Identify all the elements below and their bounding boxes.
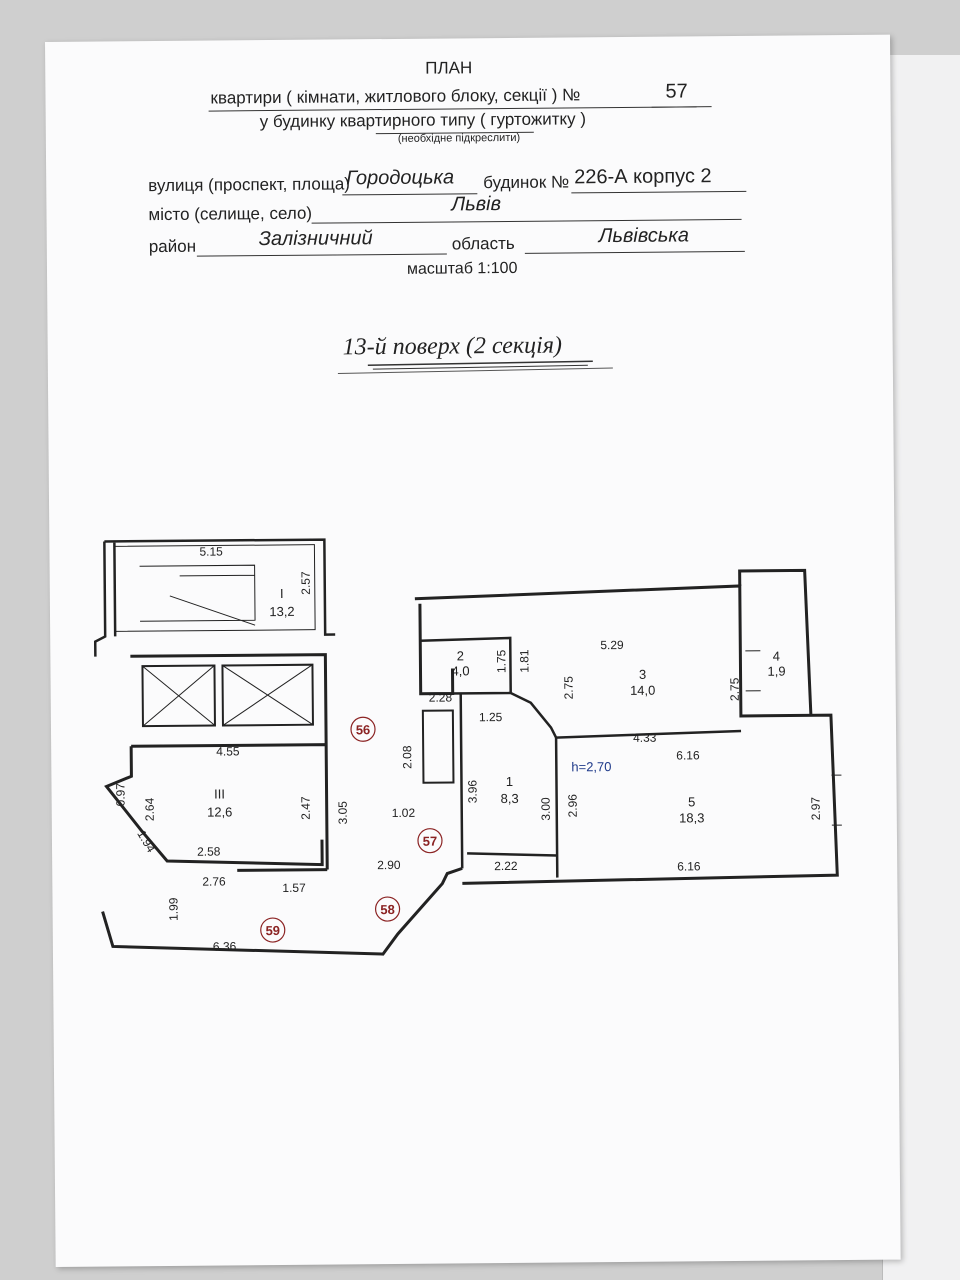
document-sheet: ПЛАН квартири ( кімнати, житлового блоку… — [45, 34, 901, 1267]
city-value: Львів — [451, 193, 502, 216]
dim-275b: 2.75 — [728, 677, 742, 701]
dim-396: 3.96 — [465, 780, 479, 804]
apartment-57-label: 57 — [423, 834, 438, 849]
dim-258: 2.58 — [197, 844, 221, 858]
room-2-number: 2 — [457, 648, 464, 663]
region-value: Львівська — [598, 224, 690, 248]
dim-102: 1.02 — [392, 806, 416, 820]
region-label: область — [451, 233, 515, 254]
room-I-area: 13,2 — [269, 604, 294, 619]
city-underline — [311, 218, 742, 224]
dim-257: 2.57 — [299, 571, 313, 595]
building-type-line: у будинку квартирного типу ( гуртожитку … — [259, 109, 587, 132]
dim-290: 2.90 — [377, 858, 401, 872]
room-4-number: 4 — [773, 649, 780, 664]
dim-616a: 6.16 — [676, 748, 700, 762]
dim-222: 2.22 — [494, 859, 518, 873]
dim-276: 2.76 — [202, 874, 226, 888]
apartment-56-label: 56 — [356, 722, 371, 737]
dim-264: 2.64 — [143, 797, 157, 821]
dim-305: 3.05 — [336, 801, 350, 825]
room-1-number: 1 — [506, 774, 513, 789]
dim-275a: 2.75 — [562, 676, 576, 700]
underline-note: (необхідне підкреслити) — [397, 131, 521, 145]
house-underline — [571, 190, 747, 194]
dim-125: 1.25 — [479, 710, 503, 724]
scale: масштаб 1:100 — [406, 259, 518, 278]
room-III-number: III — [214, 786, 225, 801]
room-3-number: 3 — [639, 667, 646, 682]
house-label: будинок № — [483, 172, 570, 193]
dim-296: 2.96 — [566, 794, 580, 818]
room-5-number: 5 — [688, 794, 695, 809]
dim-247: 2.47 — [299, 796, 313, 820]
apartment-58-label: 58 — [380, 902, 395, 917]
room-I-number: I — [280, 586, 284, 601]
dim-433: 4.33 — [633, 731, 657, 745]
room-1-area: 8,3 — [501, 791, 519, 806]
house-value: 226-А корпус 2 — [574, 165, 712, 189]
dim-157: 1.57 — [282, 881, 306, 895]
street-label: вулиця (проспект, площа) — [148, 174, 350, 196]
district-underline — [196, 253, 447, 257]
doc-title: ПЛАН — [425, 58, 473, 78]
dim-208: 2.08 — [400, 745, 414, 769]
dim-529: 5.29 — [600, 638, 624, 652]
region-underline — [524, 250, 745, 254]
number-underline — [651, 106, 712, 108]
apartment-59-label: 59 — [265, 923, 280, 938]
street-value: Городоцька — [346, 166, 455, 190]
district-value: Залізничний — [258, 227, 373, 251]
room-III-area: 12,6 — [207, 804, 232, 819]
dim-175: 1.75 — [494, 649, 508, 673]
district-label: район — [148, 236, 197, 257]
dim-455: 4.55 — [216, 744, 240, 758]
dim-097: 0.97 — [113, 783, 127, 807]
dim-515: 5.15 — [199, 544, 223, 558]
dim-636: 6.36 — [213, 939, 237, 953]
dim-199: 1.99 — [166, 897, 180, 921]
title-underline — [337, 360, 613, 374]
room-4-area: 1,9 — [767, 664, 785, 679]
floor-plan — [93, 538, 842, 956]
dim-228: 2.28 — [429, 690, 453, 704]
room-5-area: 18,3 — [679, 810, 704, 825]
dim-616b: 6.16 — [677, 859, 701, 873]
dim-194: 1.94 — [134, 828, 158, 856]
dim-181: 1.81 — [517, 649, 531, 673]
city-label: місто (селище, село) — [148, 203, 313, 225]
dim-297: 2.97 — [809, 797, 823, 821]
room-2-area: 4,0 — [451, 663, 469, 678]
plan-labels: 5.15 2.57 4.55 0.97 2.64 2.47 1.94 2.58 … — [113, 544, 823, 953]
room-3-area: 14,0 — [630, 683, 655, 698]
apartment-number: 57 — [665, 80, 688, 103]
ceiling-height: h=2,70 — [571, 759, 611, 774]
apartment-line-label: квартири ( кімнати, житлового блоку, сек… — [210, 85, 581, 108]
dim-300: 3.00 — [539, 797, 553, 821]
